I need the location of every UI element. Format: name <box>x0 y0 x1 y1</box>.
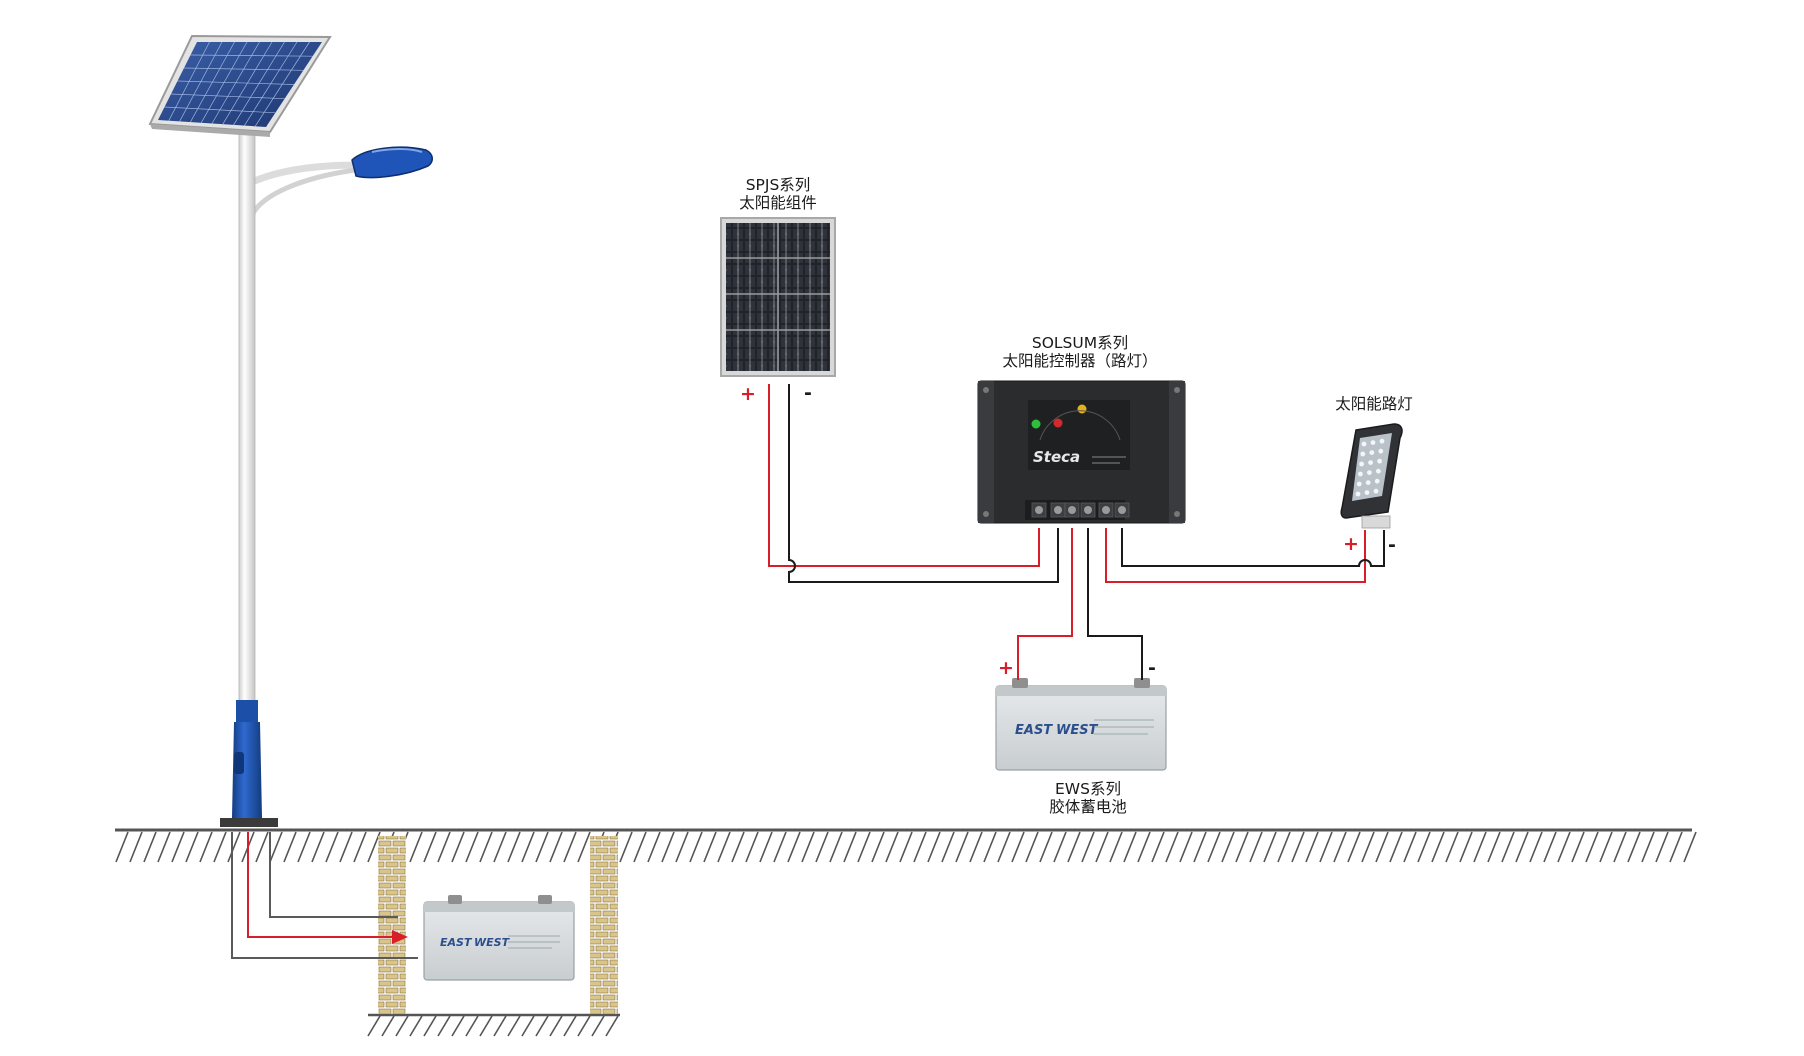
gel-battery: + - EAST WEST EWS系列 胶体蓄电池 <box>995 657 1167 816</box>
underground-positive-wire <box>247 832 398 938</box>
status-led-red-icon <box>1053 418 1063 428</box>
battery-negative-wire <box>1087 528 1143 680</box>
brick-wall-left <box>378 836 406 1014</box>
lamp-arm-brace <box>249 167 356 217</box>
controller-name-label: 太阳能控制器（路灯） <box>1002 352 1157 370</box>
battery-logo-east: EAST <box>440 936 473 949</box>
led-lamp-plus-sign: + <box>1343 533 1359 555</box>
controller-series-label: SOLSUM系列 <box>1032 334 1128 352</box>
gel-battery-icon: EAST WEST <box>995 678 1167 771</box>
pole-service-door <box>234 752 244 774</box>
battery-series-label: EWS系列 <box>1055 780 1121 798</box>
battery-positive-wire <box>1017 528 1073 680</box>
battery-plus-sign: + <box>998 657 1014 679</box>
controller-brand-logo: Steca <box>1033 448 1080 466</box>
status-led-green-icon <box>1031 419 1041 429</box>
street-lamp-head-icon <box>351 146 433 179</box>
solar-module-series-label: SPJS系列 <box>746 176 811 194</box>
ground <box>115 828 1697 1037</box>
wiring <box>768 384 1385 680</box>
solar-module-plus-sign: + <box>740 383 756 405</box>
load-negative-wire <box>1121 528 1385 567</box>
underground-return-wire <box>231 832 418 959</box>
status-led-yellow-icon <box>1077 404 1087 414</box>
solar-controller: SOLSUM系列 太阳能控制器（路灯） Steca <box>977 334 1186 524</box>
panel-negative-wire <box>788 384 1059 583</box>
solar-street-light-pole <box>148 34 433 827</box>
gel-battery-logo-east: EAST <box>1015 723 1053 738</box>
ground-hatching <box>115 831 1697 863</box>
brick-wall-right <box>590 836 618 1014</box>
pit-floor-hatching <box>367 1015 619 1037</box>
pole-base <box>232 722 262 818</box>
led-street-lamp: 太阳能路灯 + - <box>1335 395 1413 556</box>
battery-name-label: 胶体蓄电池 <box>1049 798 1127 816</box>
pole-upper <box>238 119 256 703</box>
underground-wiring <box>231 832 418 959</box>
solar-module: SPJS系列 太阳能组件 + - <box>720 176 836 405</box>
solar-module-name-label: 太阳能组件 <box>739 194 817 212</box>
solar-module-panel-icon <box>720 217 836 377</box>
led-lamp-icon <box>1340 423 1403 529</box>
lamp-arm <box>244 161 361 189</box>
load-positive-wire <box>1105 528 1366 583</box>
underground-negative-wire <box>269 832 398 918</box>
gel-battery-logo-west: WEST <box>1056 723 1099 738</box>
controller-device-icon: Steca <box>977 380 1186 524</box>
battery-minus-sign: - <box>1148 657 1156 679</box>
led-lamp-minus-sign: - <box>1388 534 1396 556</box>
battery-logo-west: WEST <box>474 936 511 949</box>
pole-solar-panel-icon <box>148 34 332 137</box>
pole-footing <box>220 818 278 827</box>
pole-collar <box>236 700 258 722</box>
panel-positive-wire <box>768 384 1040 567</box>
solar-module-minus-sign: - <box>804 382 812 404</box>
underground-battery: EAST WEST <box>423 895 575 981</box>
flow-arrow-icon <box>392 930 408 944</box>
led-lamp-name-label: 太阳能路灯 <box>1335 395 1413 413</box>
